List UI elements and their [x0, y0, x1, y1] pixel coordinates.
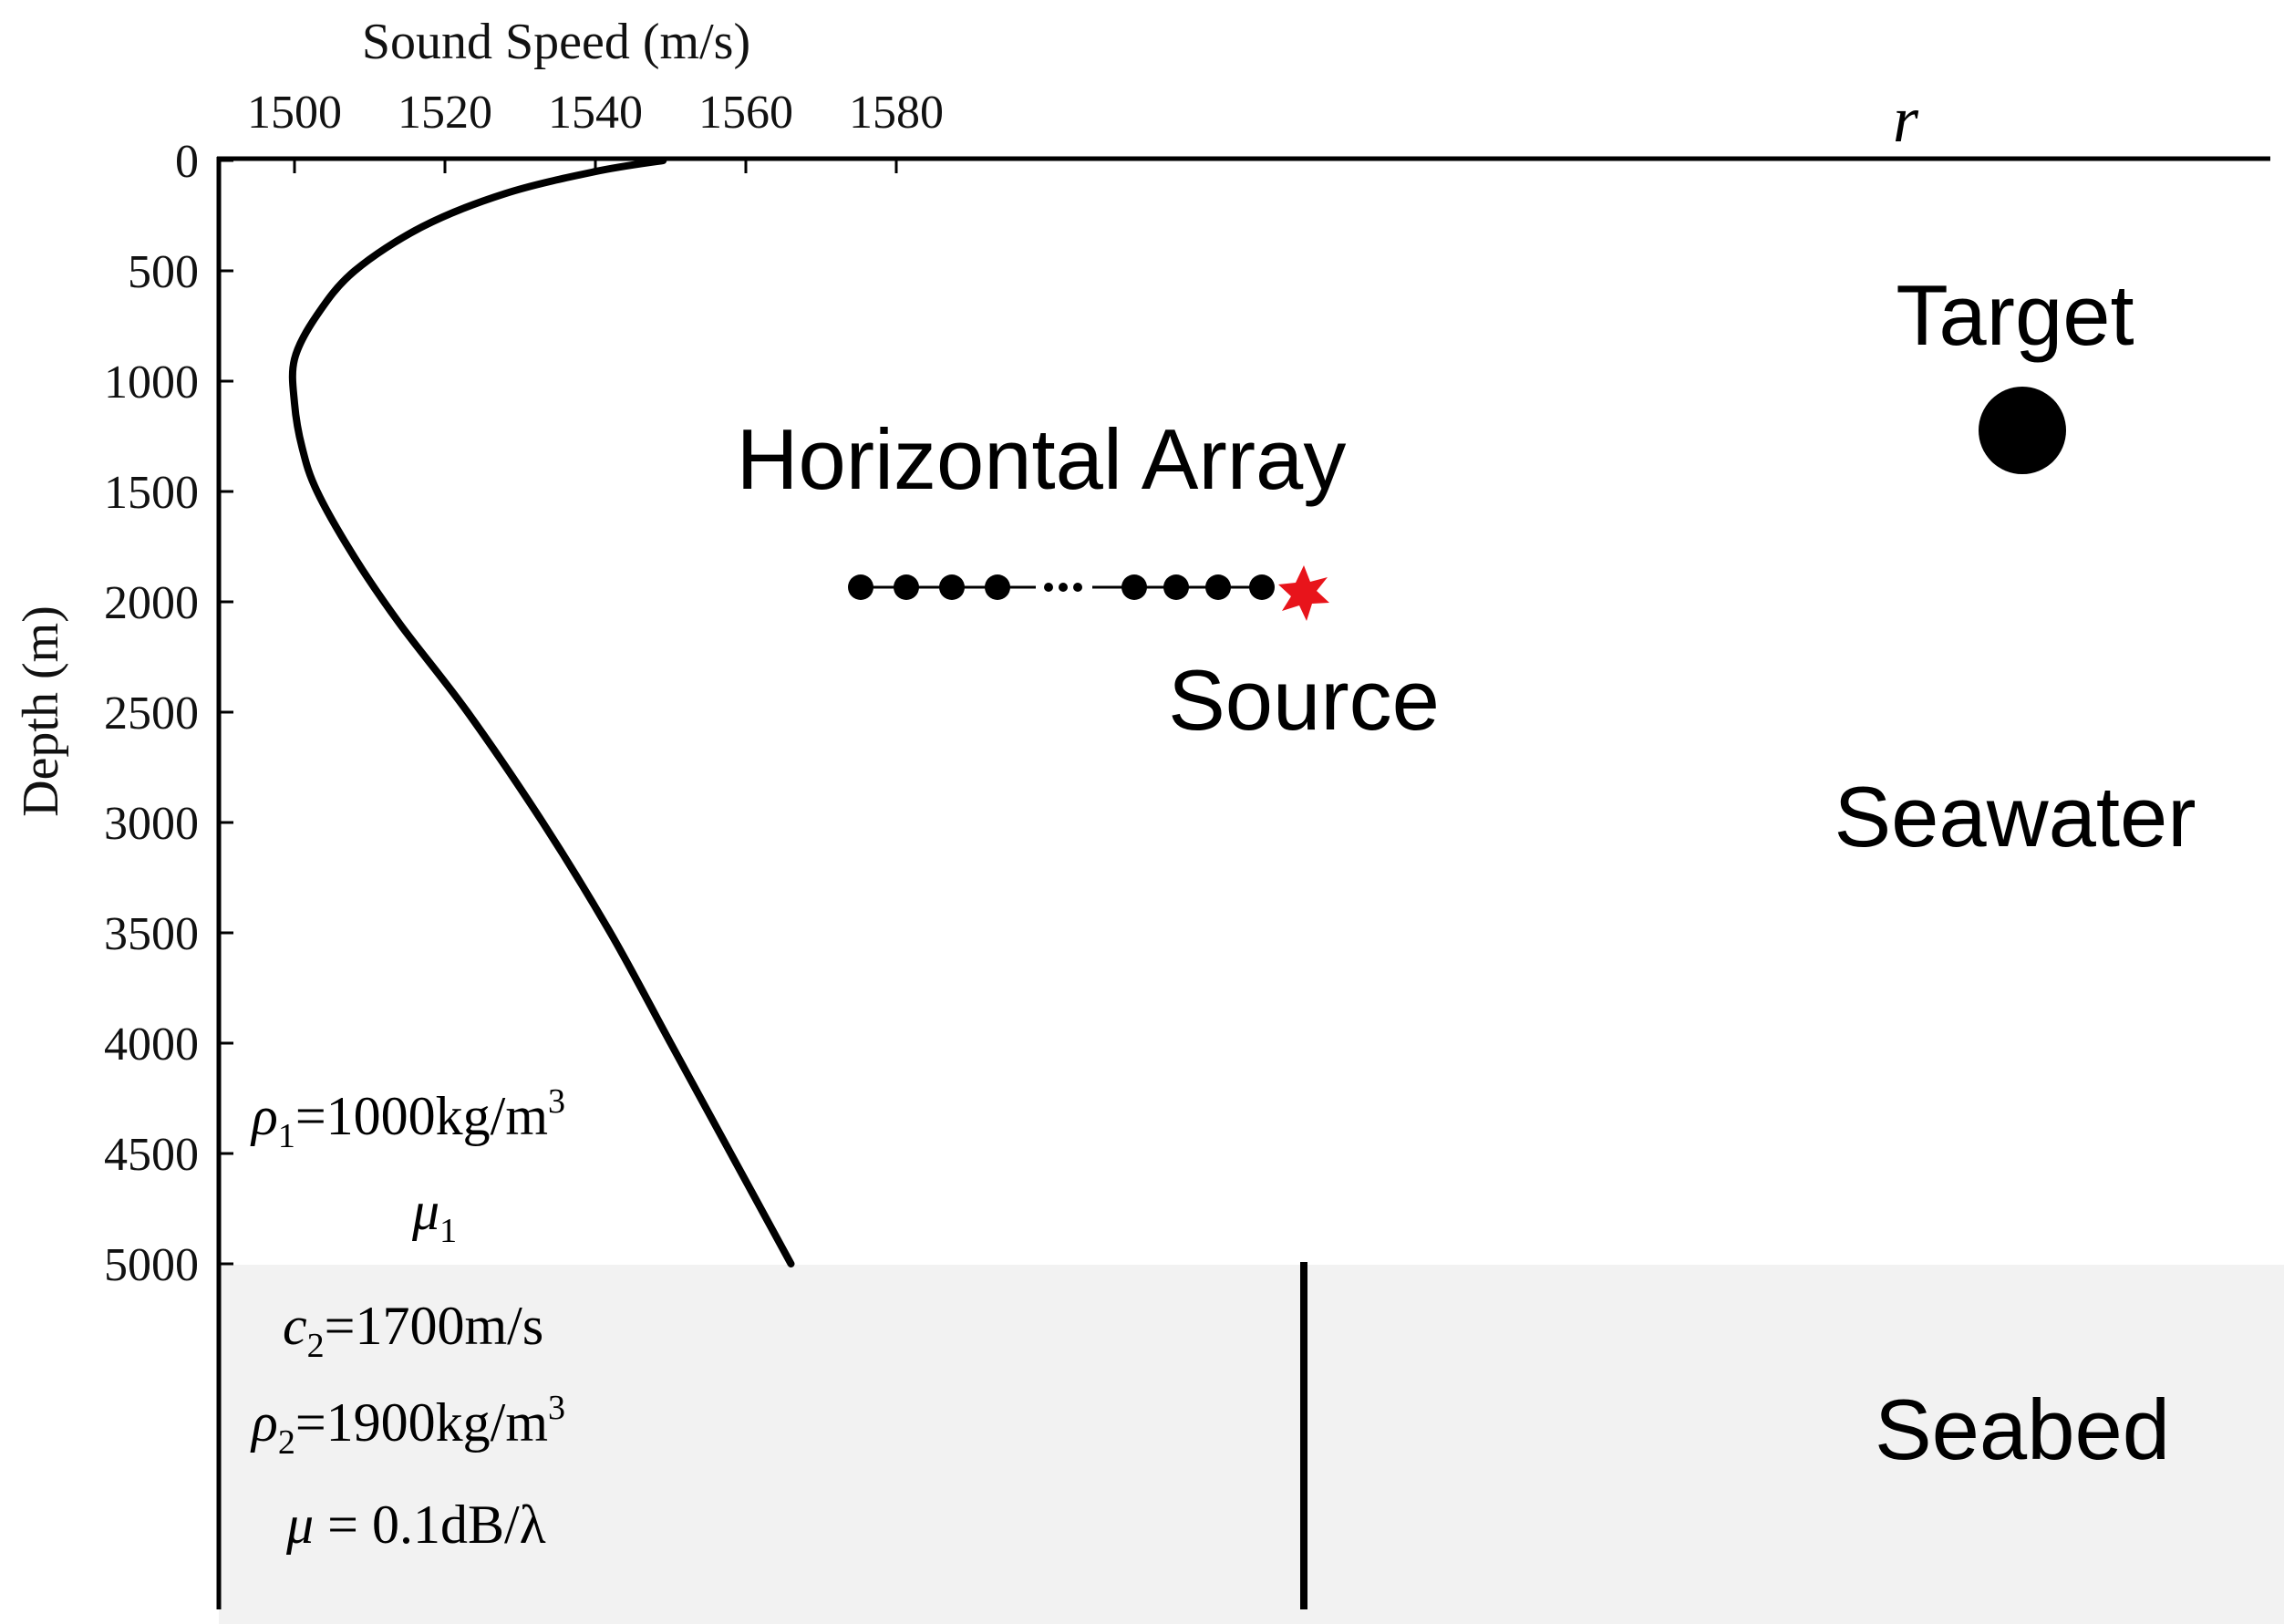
left-tick-label: 2500: [104, 688, 199, 740]
c2-symbol: c: [283, 1296, 307, 1356]
top-axis-ticks: 1500 1520 1540 1560 1580: [247, 87, 944, 173]
left-tick-label: 0: [175, 136, 199, 188]
rho1-subscript: 1: [278, 1117, 295, 1155]
left-tick-label: 2000: [104, 577, 199, 629]
array-element: [1121, 574, 1147, 600]
c2-value: =1700m/s: [325, 1296, 544, 1356]
array-ellipsis-dot: [1044, 583, 1053, 592]
target-label: Target: [1896, 267, 2134, 363]
left-tick-label: 5000: [104, 1239, 199, 1291]
mu1-parameter: μ1: [411, 1181, 457, 1250]
mu1-symbol: μ: [411, 1181, 439, 1241]
left-axis-title: Depth (m): [13, 605, 69, 817]
array-element: [939, 574, 965, 600]
horizontal-array-label: Horizontal Array: [737, 411, 1347, 507]
seawater-label: Seawater: [1834, 769, 2196, 864]
array-element: [1163, 574, 1189, 600]
top-tick-label: 1580: [849, 87, 944, 139]
top-tick-label: 1560: [698, 87, 793, 139]
source-label: Source: [1168, 652, 1440, 748]
left-tick-label: 4000: [104, 1019, 199, 1071]
c2-parameter: c2=1700m/s: [283, 1296, 543, 1365]
target-marker: [1979, 387, 2066, 474]
mu-symbol: μ: [285, 1495, 314, 1555]
c2-subscript: 2: [307, 1327, 325, 1365]
left-tick-label: 4500: [104, 1129, 199, 1181]
array-element: [1249, 574, 1275, 600]
range-label: r: [1893, 83, 1919, 156]
top-tick-label: 1520: [398, 87, 492, 139]
mu1-subscript: 1: [439, 1212, 457, 1250]
left-tick-label: 1500: [104, 467, 199, 519]
array-element: [985, 574, 1010, 600]
left-tick-label: 3000: [104, 798, 199, 850]
mu-value: = 0.1dB/λ: [314, 1495, 546, 1555]
array-element: [1205, 574, 1231, 600]
array-element: [848, 574, 873, 600]
rho2-parameter: ρ2=1900kg/m3: [250, 1389, 565, 1462]
left-tick-label: 3500: [104, 908, 199, 960]
left-tick-label: 500: [128, 246, 199, 298]
array-ellipsis-dot: [1059, 583, 1068, 592]
mu-parameter: μ = 0.1dB/λ: [285, 1495, 546, 1555]
top-axis-title: Sound Speed (m/s): [362, 14, 750, 70]
seabed-label: Seabed: [1875, 1381, 2170, 1477]
rho2-value: =1900kg/m: [295, 1392, 548, 1453]
rho1-superscript: 3: [548, 1082, 565, 1121]
rho2-superscript: 3: [548, 1389, 565, 1427]
seabed-layer: [219, 1265, 2284, 1624]
rho2-subscript: 2: [278, 1423, 295, 1462]
array-element: [894, 574, 919, 600]
array-ellipsis-dot: [1073, 583, 1082, 592]
rho1-parameter: ρ1=1000kg/m3: [250, 1082, 565, 1155]
top-tick-label: 1540: [548, 87, 643, 139]
rho1-symbol: ρ: [250, 1086, 278, 1146]
source-star-icon: [1278, 565, 1329, 621]
rho1-value: =1000kg/m: [295, 1086, 548, 1146]
left-tick-label: 1000: [104, 357, 199, 409]
rho2-symbol: ρ: [250, 1392, 278, 1453]
left-axis-ticks: 0 500 1000 1500 2000 2500 3000 3500 4000…: [104, 136, 233, 1291]
top-tick-label: 1500: [247, 87, 342, 139]
horizontal-array: [848, 574, 1275, 600]
sound-speed-profile-curve: [288, 157, 795, 1267]
